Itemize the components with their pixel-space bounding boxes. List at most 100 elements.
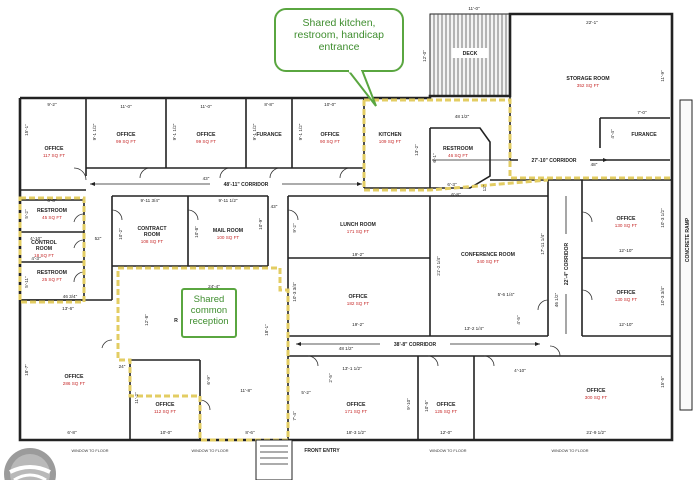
corridor-label: 48'-11" CORRIDOR (224, 182, 269, 188)
svg-text:22'-1": 22'-1" (586, 20, 598, 25)
svg-text:8'-6": 8'-6" (245, 430, 255, 435)
room-area: 340 SQ FT (477, 259, 500, 264)
svg-text:10'-0": 10'-0" (160, 430, 172, 435)
dimension-labels: 11'-0" 22'-1" 12'-0" 9'-2" 11'-0" 11'-0"… (24, 6, 665, 435)
svg-text:12'-8": 12'-8" (144, 314, 149, 326)
svg-text:10'-3 3/4": 10'-3 3/4" (660, 286, 665, 306)
window-markers: WINDOW TO FLOOR WINDOW TO FLOOR WINDOW T… (72, 449, 589, 453)
corridor-markers: 48'-11" CORRIDOR 27'-10" CORRIDOR 38'-8"… (90, 156, 608, 348)
svg-text:21'-9 1/2": 21'-9 1/2" (586, 430, 606, 435)
room-area: 18 SQ FT (34, 253, 54, 258)
svg-text:WINDOW TO FLOOR: WINDOW TO FLOOR (192, 449, 229, 453)
svg-text:9'-1 1/2": 9'-1 1/2" (298, 123, 303, 140)
room-area: 108 SQ FT (141, 239, 164, 244)
annotation-pointer (346, 70, 377, 107)
svg-text:12'-10": 12'-10" (619, 322, 634, 327)
door-swings (73, 167, 593, 411)
room-area: 25 SQ FT (42, 277, 62, 282)
room-label: KITCHEN (378, 132, 401, 138)
svg-text:WINDOW TO FLOOR: WINDOW TO FLOOR (430, 449, 467, 453)
svg-text:5'-2": 5'-2" (24, 209, 29, 219)
room-label: ROOM (36, 246, 52, 252)
corridor-label: 38'-8" CORRIDOR (394, 342, 437, 348)
svg-text:19'-2": 19'-2" (352, 252, 364, 257)
annotation-shared-reception: Shared common reception (181, 288, 237, 338)
svg-text:5'-6 1/4": 5'-6 1/4" (498, 292, 515, 297)
svg-text:10'-3 1/2": 10'-3 1/2" (660, 208, 665, 228)
svg-text:6'-8": 6'-8" (451, 192, 461, 197)
svg-text:5'-2": 5'-2" (301, 390, 311, 395)
room-label: ROOM (144, 232, 160, 238)
svg-text:WINDOW TO FLOOR: WINDOW TO FLOOR (552, 449, 589, 453)
deck-area: DECK (429, 13, 511, 97)
svg-text:43": 43" (271, 204, 278, 209)
shared-area-outline (18, 98, 672, 442)
room-area: 46 SQ FT (448, 153, 468, 158)
room-label: CONTROL (31, 240, 57, 246)
svg-text:52": 52" (95, 236, 102, 241)
room-label: OFFICE (346, 402, 366, 408)
room-label: OFFICE (320, 132, 340, 138)
svg-text:10'-8": 10'-8" (194, 226, 199, 238)
svg-text:6'-3": 6'-3" (447, 182, 457, 187)
room-label: RESTROOM (37, 208, 67, 214)
room-label: OFFICE (616, 290, 636, 296)
front-entry: FRONT ENTRY (255, 439, 340, 480)
room-area: 130 SQ FT (615, 297, 638, 302)
svg-text:6'-1": 6'-1" (432, 153, 437, 163)
svg-text:12'-0": 12'-0" (440, 430, 452, 435)
room-area: 100 SQ FT (217, 235, 240, 240)
svg-text:11'-9": 11'-9" (660, 70, 665, 82)
room-label: CONFERENCE ROOM (461, 252, 515, 258)
svg-text:10'-3 3/4": 10'-3 3/4" (292, 282, 297, 302)
svg-text:6'-8": 6'-8" (67, 430, 77, 435)
svg-text:13'-6": 13'-6" (62, 306, 74, 311)
svg-text:2'-5": 2'-5" (328, 373, 333, 383)
svg-text:10'-0": 10'-0" (324, 102, 336, 107)
room-label: R (174, 318, 178, 324)
svg-text:4'-10": 4'-10" (30, 236, 42, 241)
room-area: 90 SQ FT (320, 139, 340, 144)
svg-text:7'-0": 7'-0" (637, 110, 647, 115)
room-label: RESTROOM (37, 270, 67, 276)
svg-text:24": 24" (119, 364, 126, 369)
logo-icon (4, 448, 56, 480)
svg-text:7'-4": 7'-4" (292, 411, 297, 421)
svg-text:9'-2": 9'-2" (47, 102, 57, 107)
room-area: 99 SQ FT (116, 139, 136, 144)
svg-text:12'-0": 12'-0" (422, 50, 427, 62)
room-label: OFFICE (196, 132, 216, 138)
svg-text:CONCRETE RAMP: CONCRETE RAMP (685, 217, 691, 262)
room-label: OFFICE (64, 374, 84, 380)
svg-text:9'-1 1/2": 9'-1 1/2" (172, 123, 177, 140)
svg-text:10'-2": 10'-2" (118, 228, 123, 240)
room-label: STORAGE ROOM (566, 76, 609, 82)
svg-text:9'-1 1/2": 9'-1 1/2" (92, 123, 97, 140)
room-label: CONTRACT (137, 226, 167, 232)
svg-text:4'-3": 4'-3" (31, 256, 41, 261)
front-entry-label: FRONT ENTRY (304, 448, 340, 454)
svg-text:12": 12" (482, 184, 487, 191)
svg-text:11'-0": 11'-0" (468, 6, 480, 11)
svg-text:10'-5": 10'-5" (424, 400, 429, 412)
concrete-ramp: CONCRETE RAMP (679, 99, 693, 411)
room-area: 125 SQ FT (435, 409, 458, 414)
svg-text:4'-10": 4'-10" (514, 368, 526, 373)
svg-text:10'-9": 10'-9" (258, 218, 263, 230)
svg-text:11'-0": 11'-0" (120, 104, 132, 109)
room-label: OFFICE (348, 294, 368, 300)
svg-text:WINDOW TO FLOOR: WINDOW TO FLOOR (72, 449, 109, 453)
room-area: 117 SQ FT (43, 153, 65, 158)
deck-label: DECK (463, 51, 478, 57)
room-label: MAIL ROOM (213, 228, 243, 234)
svg-text:21'-2 1/4": 21'-2 1/4" (436, 256, 441, 276)
svg-text:18'-7": 18'-7" (24, 364, 29, 376)
room-label: OFFICE (44, 146, 64, 152)
room-area: 99 SQ FT (196, 139, 216, 144)
room-area: 112 SQ FT (154, 409, 176, 414)
svg-text:9'-11 1/2": 9'-11 1/2" (218, 198, 237, 203)
svg-text:13'-2": 13'-2" (414, 144, 419, 156)
room-label: FURANCE (631, 132, 657, 138)
svg-text:15'-1": 15'-1" (24, 124, 29, 136)
